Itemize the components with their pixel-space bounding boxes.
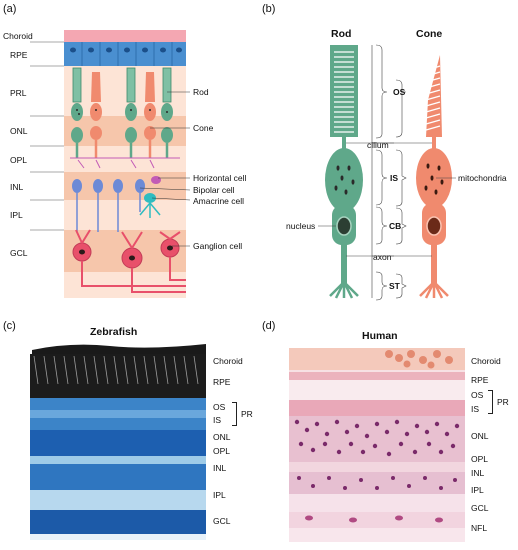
cell-label-amacrine: Amacrine cell — [193, 196, 245, 206]
cell-label-bipolar: Bipolar cell — [193, 185, 235, 195]
panel-b-label: (b) — [262, 3, 276, 15]
layer-label-gcl: GCL — [10, 248, 28, 258]
zf-layer-rpe: RPE — [213, 377, 231, 387]
cell-label-rod: Rod — [193, 87, 209, 97]
segment-is: IS — [390, 173, 399, 183]
rod-title: Rod — [331, 28, 352, 40]
rpe-cells — [64, 42, 186, 66]
zf-layer-choroid: Choroid — [213, 356, 243, 366]
panel-d-label: (d) — [262, 320, 276, 332]
hu-layer-is: IS — [471, 404, 480, 414]
hu-layer-gcl: GCL — [471, 503, 489, 513]
cell-label-cone: Cone — [193, 123, 214, 133]
zf-layer-ipl: IPL — [213, 490, 226, 500]
hu-layer-onl: ONL — [471, 431, 489, 441]
cell-label-ganglion: Ganglion cell — [193, 241, 243, 251]
amacrine-cell — [139, 193, 161, 218]
opl-processes — [70, 157, 180, 169]
choroid-band — [64, 30, 186, 42]
rods — [71, 67, 173, 158]
human-title: Human — [362, 330, 398, 342]
hu-pr-bracket — [488, 390, 493, 414]
zf-layer-os: OS — [213, 402, 226, 412]
rod-cell — [325, 45, 363, 299]
hu-layer-inl: INL — [471, 468, 485, 478]
zf-pr-bracket — [232, 402, 237, 426]
layer-label-rpe: RPE — [10, 50, 28, 60]
bipolar-cells — [72, 179, 145, 193]
layer-label-ipl: IPL — [10, 210, 23, 220]
segment-os: OS — [393, 87, 406, 97]
zebrafish-histology — [30, 340, 206, 540]
hu-layer-ipl: IPL — [471, 485, 484, 495]
layer-label-opl: OPL — [10, 155, 28, 165]
band-inl — [64, 172, 186, 200]
layer-label-prl: PRL — [10, 88, 27, 98]
rod-nucleus — [336, 216, 352, 236]
cell-label-horizontal: Horizontal cell — [193, 173, 247, 183]
annotation-mitochondria: mitochondria — [458, 173, 507, 183]
hu-layer-os: OS — [471, 390, 484, 400]
cone-nucleus — [426, 216, 442, 236]
cones — [90, 72, 156, 158]
zf-layer-pr: PR — [241, 409, 253, 419]
cone-cell — [416, 55, 452, 299]
segment-st: ST — [389, 281, 400, 291]
zf-layer-inl: INL — [213, 463, 227, 473]
zf-layer-opl: OPL — [213, 446, 231, 456]
human-histology — [289, 348, 465, 542]
annotation-axon: axon — [373, 252, 392, 262]
annotation-cilium: cilium — [367, 140, 389, 150]
ganglion-axons — [75, 229, 186, 293]
segment-cb: CB — [389, 221, 402, 231]
panel-a-label: (a) — [3, 3, 17, 15]
rod-cone-diagram — [318, 44, 456, 301]
layer-label-choroid: Choroid — [3, 31, 33, 41]
hu-layer-nfl: NFL — [471, 523, 488, 533]
layer-label-onl: ONL — [10, 126, 28, 136]
horizontal-cell — [151, 176, 161, 184]
panel-c-label: (c) — [3, 320, 16, 332]
annotation-nucleus: nucleus — [286, 221, 316, 231]
retina-layers-diagram — [30, 30, 191, 298]
hu-layer-pr: PR — [497, 397, 509, 407]
layer-label-inl: INL — [10, 182, 24, 192]
zf-layer-gcl: GCL — [213, 516, 231, 526]
zf-layer-onl: ONL — [213, 432, 231, 442]
hu-layer-rpe: RPE — [471, 375, 489, 385]
zebrafish-title: Zebrafish — [90, 326, 138, 338]
cone-title: Cone — [416, 28, 443, 40]
hu-layer-choroid: Choroid — [471, 356, 501, 366]
hu-layer-opl: OPL — [471, 454, 489, 464]
zf-layer-is: IS — [213, 415, 222, 425]
